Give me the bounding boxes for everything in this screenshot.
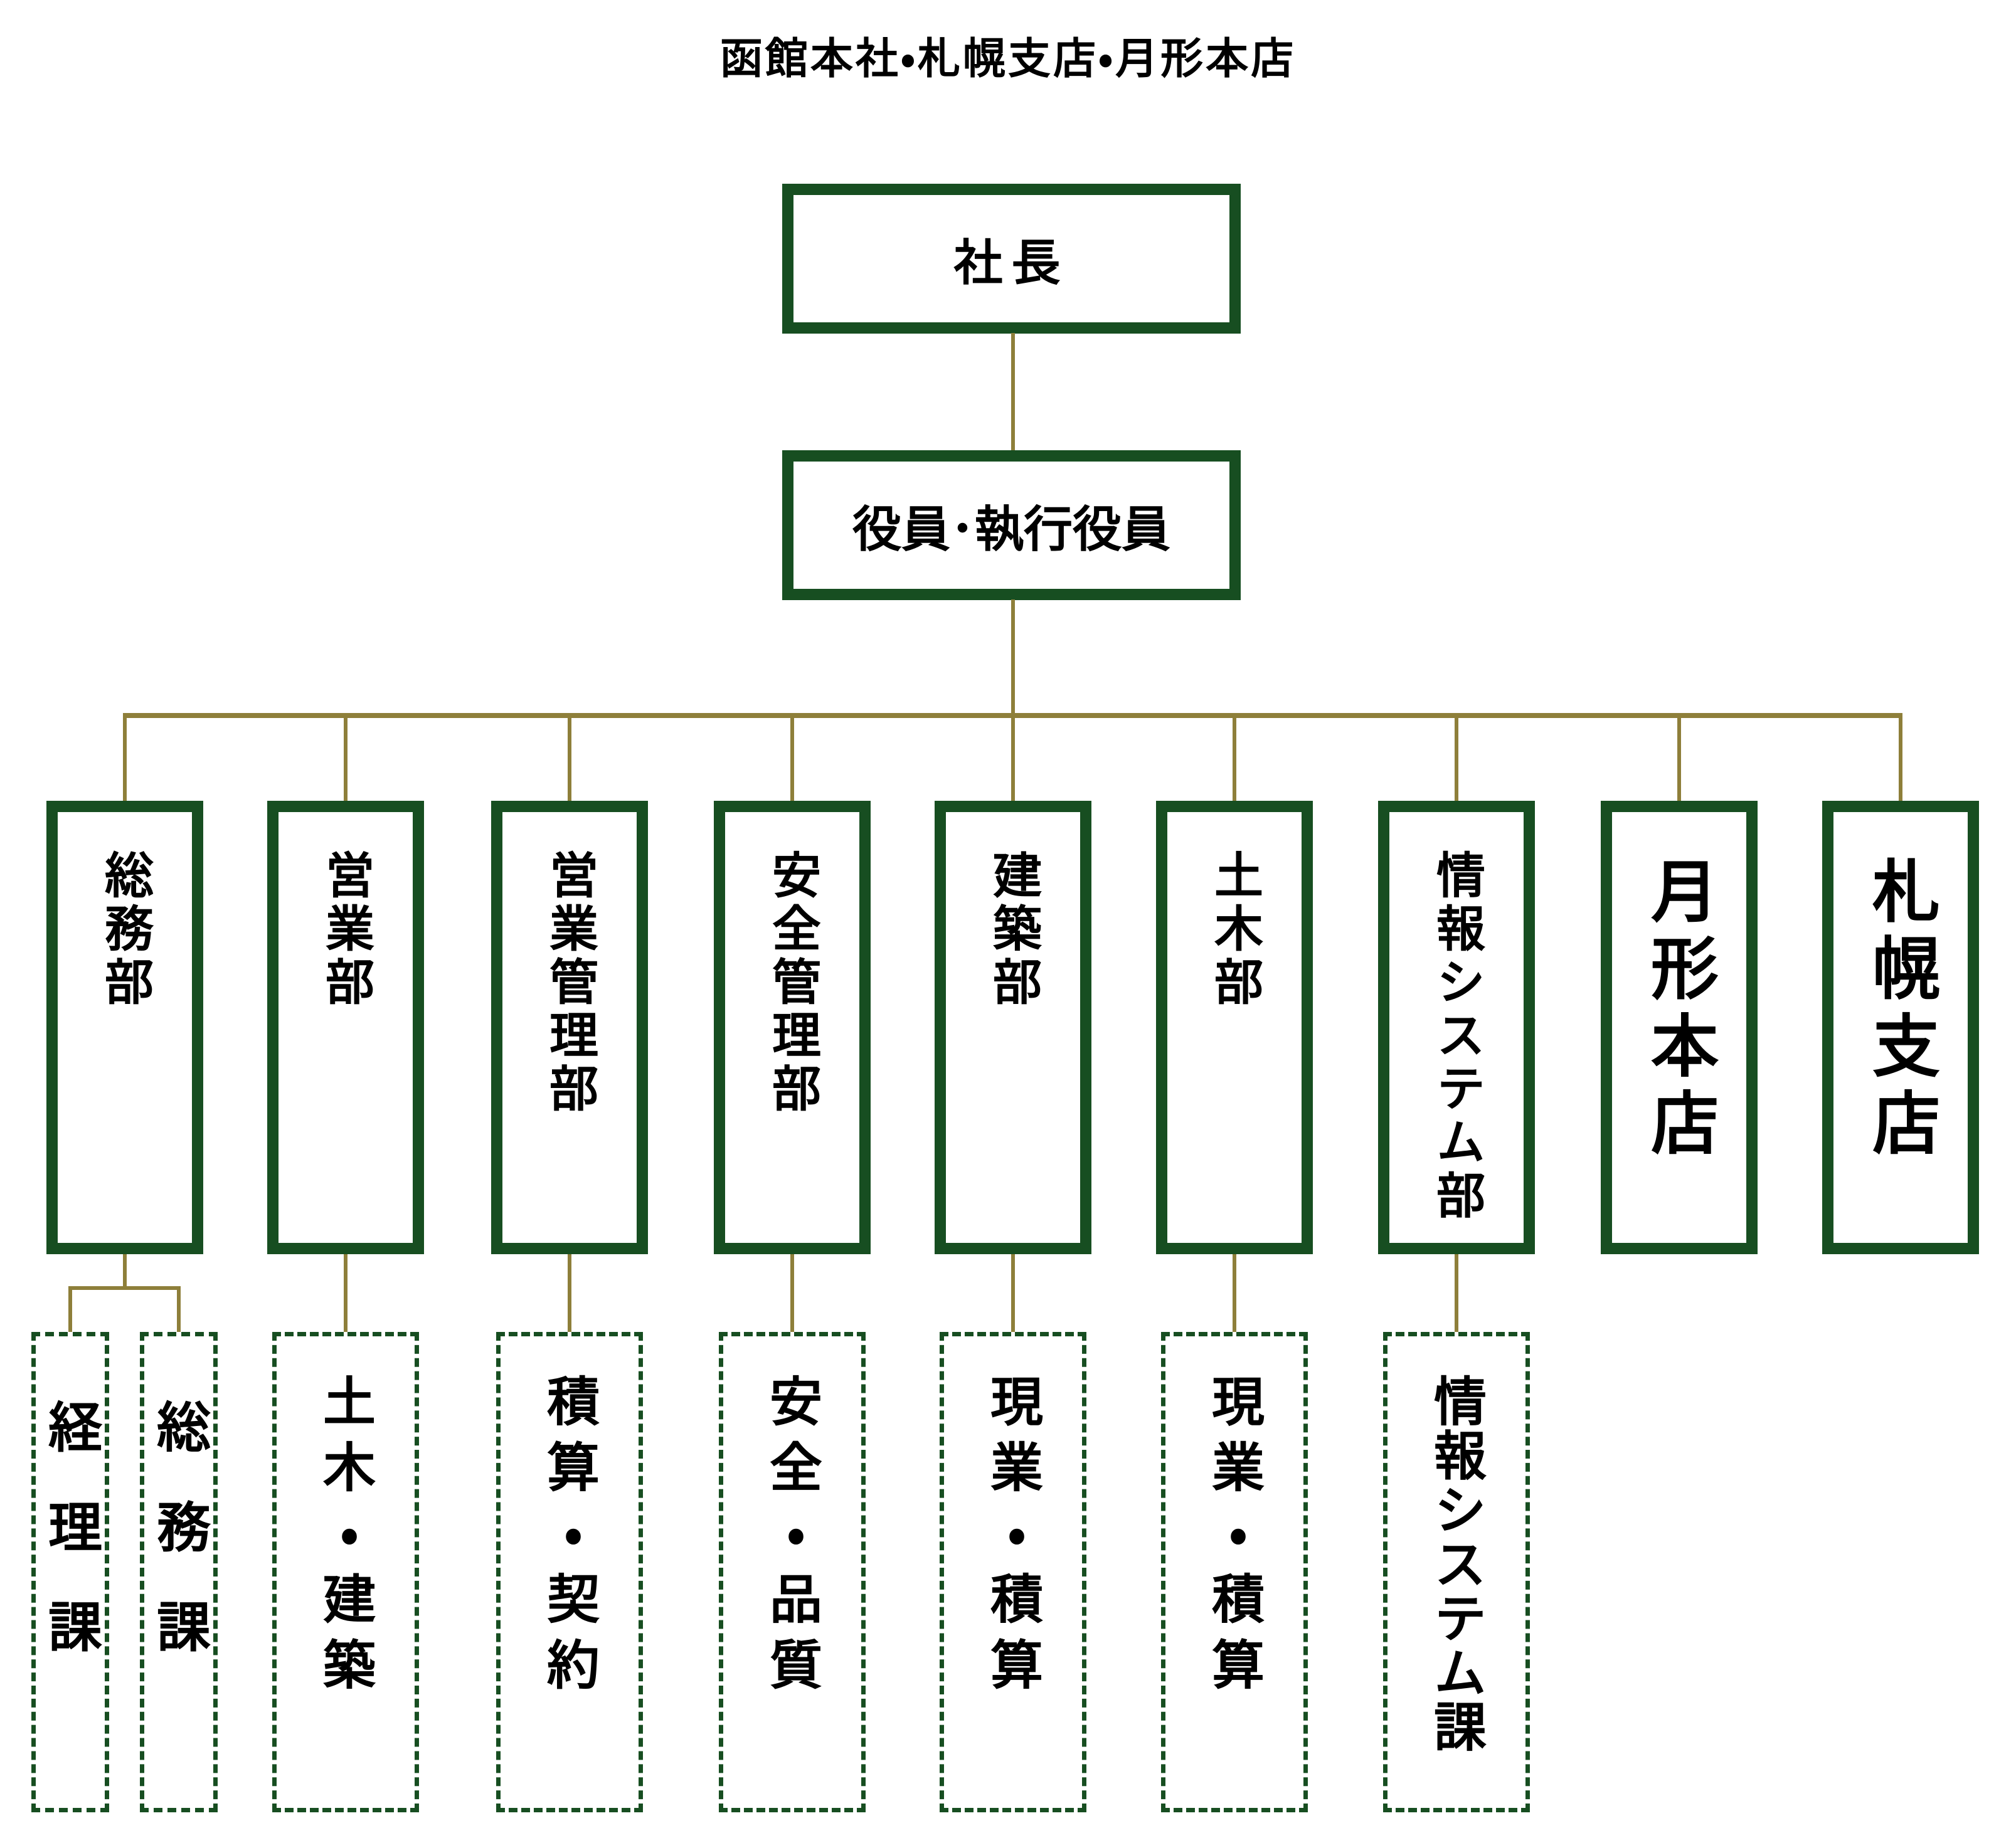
- branch-label-tsukigata: 月形本店: [1640, 856, 1719, 1165]
- drop-line-jouhou: [1455, 716, 1458, 801]
- section-box-gengyou-sekisan-doboku: 現業・積算: [1161, 1332, 1308, 1812]
- dept-label-soumu: 総務部: [97, 850, 154, 1010]
- branch-bar-soumu: [68, 1286, 181, 1290]
- branch-box-sapporo: 札幌支店: [1822, 801, 1979, 1254]
- section-box-keiri: 経理課: [31, 1332, 109, 1812]
- connector-president-officers: [1011, 333, 1015, 451]
- stem-line-eigyoukanri: [568, 1254, 571, 1332]
- dept-box-jouhou-system: 情報システム部: [1378, 801, 1535, 1254]
- stem-line-jouhou: [1455, 1254, 1458, 1332]
- branch-box-tsukigata: 月形本店: [1601, 801, 1758, 1254]
- chart-title: 函館本社・札幌支店・月形本店: [719, 34, 1297, 84]
- drop-line-anzenkanri: [790, 716, 794, 801]
- president-label: 社長: [953, 234, 1069, 292]
- section-box-doboku-kenchiku: 土木・建築: [272, 1332, 419, 1812]
- dept-label-anzenkanri: 安全管理部: [764, 850, 821, 1117]
- drop-line-doboku: [1233, 716, 1236, 801]
- dept-box-anzenkanri: 安全管理部: [714, 801, 871, 1254]
- section-box-anzen-hinshitsu: 安全・品質: [719, 1332, 866, 1812]
- section-label-anzen-hinshitsu: 安全・品質: [761, 1374, 824, 1703]
- section-label-jouhou-system-ka: 情報システム課: [1425, 1374, 1488, 1754]
- section-label-sekisan-keiyaku: 積算・契約: [538, 1374, 601, 1703]
- section-box-jouhou-system-ka: 情報システム課: [1383, 1332, 1530, 1812]
- section-box-gengyou-sekisan-kenchiku: 現業・積算: [940, 1332, 1086, 1812]
- section-label-keiri: 経理課: [38, 1399, 102, 1699]
- dept-box-doboku: 土木部: [1156, 801, 1313, 1254]
- branch-label-sapporo: 札幌支店: [1861, 856, 1940, 1165]
- dept-label-eigyou: 営業部: [317, 850, 374, 1010]
- dept-box-eigyou: 営業部: [267, 801, 424, 1254]
- dept-label-jouhou-system: 情報システム部: [1428, 850, 1485, 1223]
- stem-line-soumu: [123, 1254, 127, 1290]
- officers-label: 役員･執行役員: [852, 500, 1170, 558]
- dept-label-doboku: 土木部: [1206, 850, 1263, 1010]
- section-label-gengyou-sekisan-kenchiku: 現業・積算: [982, 1374, 1044, 1703]
- dept-box-eigyoukanri: 営業管理部: [491, 801, 648, 1254]
- branch-drop-soumuka: [177, 1286, 181, 1332]
- drop-line-sapporo: [1899, 716, 1902, 801]
- section-box-soumuka: 総務課: [140, 1332, 218, 1812]
- drop-line-eigyoukanri: [568, 716, 571, 801]
- dept-label-eigyoukanri: 営業管理部: [541, 850, 598, 1117]
- officers-box: 役員･執行役員: [782, 450, 1241, 600]
- dept-label-kenchiku: 建築部: [985, 850, 1042, 1010]
- dept-box-kenchiku: 建築部: [935, 801, 1091, 1254]
- drop-line-tsukigata: [1677, 716, 1681, 801]
- section-label-gengyou-sekisan-doboku: 現業・積算: [1203, 1374, 1266, 1703]
- section-label-soumuka: 総務課: [147, 1399, 211, 1699]
- stem-line-kenchiku: [1011, 1254, 1015, 1332]
- branch-drop-keiri: [68, 1286, 72, 1332]
- stem-line-doboku: [1233, 1254, 1236, 1332]
- section-box-sekisan-keiyaku: 積算・契約: [496, 1332, 643, 1812]
- drop-line-kenchiku: [1011, 716, 1015, 801]
- dept-box-soumu: 総務部: [46, 801, 203, 1254]
- connector-officers-trunk: [1011, 599, 1015, 716]
- stem-line-eigyou: [344, 1254, 347, 1332]
- president-box: 社長: [782, 184, 1241, 334]
- drop-line-eigyou: [344, 716, 347, 801]
- section-label-doboku-kenchiku: 土木・建築: [314, 1374, 377, 1703]
- drop-line-soumu: [123, 716, 127, 801]
- stem-line-anzenkanri: [790, 1254, 794, 1332]
